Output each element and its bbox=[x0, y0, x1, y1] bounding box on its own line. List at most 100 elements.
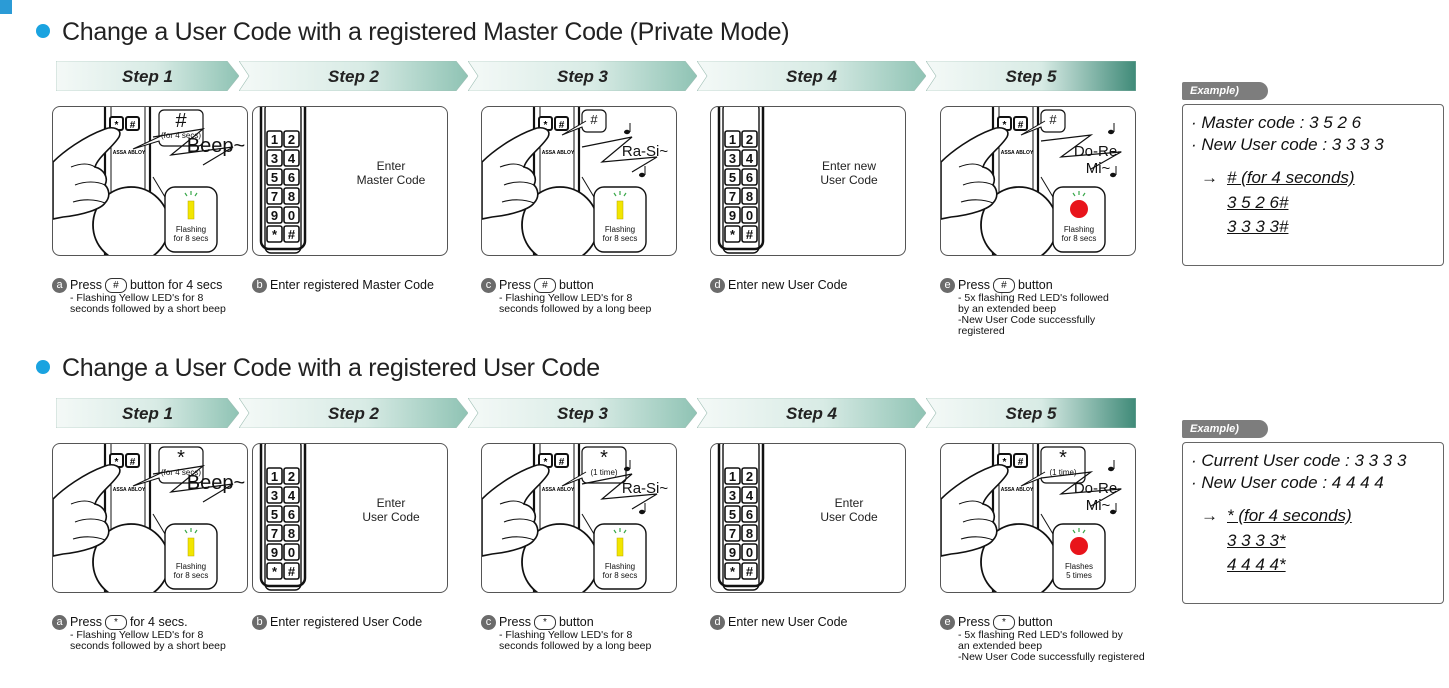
keypad-key: # bbox=[741, 562, 758, 580]
svg-text:*: * bbox=[1003, 120, 1007, 131]
svg-text:1: 1 bbox=[271, 469, 278, 484]
sound-wave-icon bbox=[581, 136, 658, 173]
keypad-key: 7 bbox=[266, 187, 283, 205]
step-arrow-polygon bbox=[926, 398, 1136, 428]
step-arrow-polygon bbox=[468, 398, 697, 428]
music-note-icon bbox=[1108, 123, 1115, 135]
step-label: Step 2 bbox=[327, 404, 380, 423]
key-symbol: * bbox=[1059, 447, 1067, 469]
caption-text: for 4 secs. bbox=[129, 614, 188, 629]
svg-text:0: 0 bbox=[288, 545, 295, 560]
svg-text:2: 2 bbox=[746, 469, 753, 484]
step-badge: b bbox=[252, 278, 267, 293]
led-text: Flashes 5 times bbox=[1064, 562, 1093, 580]
step-label: Step 2 bbox=[327, 67, 380, 86]
svg-text:8: 8 bbox=[288, 526, 295, 541]
svg-text:*: * bbox=[730, 227, 736, 242]
step-arrow-polygon bbox=[239, 61, 468, 91]
keypad-key: 0 bbox=[283, 543, 300, 561]
keypad-key: 5 bbox=[266, 505, 283, 523]
step-badge: d bbox=[710, 278, 725, 293]
keypad-key: * bbox=[266, 562, 283, 580]
svg-text:6: 6 bbox=[288, 507, 295, 522]
svg-text:*: * bbox=[730, 564, 736, 579]
caption-text: button bbox=[558, 614, 594, 629]
brand-label: ASSA ABLOY bbox=[113, 487, 146, 493]
sound-wave-icon bbox=[581, 473, 658, 510]
brand-label: ASSA ABLOY bbox=[542, 487, 575, 493]
keypad-key: 5 bbox=[724, 168, 741, 186]
example-line2: · New User code : 4 4 4 4 bbox=[1191, 473, 1384, 492]
step-label: Step 1 bbox=[121, 404, 174, 423]
step-badge: a bbox=[52, 615, 67, 630]
svg-text:2: 2 bbox=[288, 469, 295, 484]
section-title-text: Change a User Code with a registered Mas… bbox=[62, 18, 790, 46]
music-note-icon bbox=[1110, 166, 1117, 178]
svg-text:4: 4 bbox=[288, 151, 296, 166]
example-seq1: * (for 4 seconds) bbox=[1227, 506, 1352, 525]
svg-text:5: 5 bbox=[271, 170, 278, 185]
key-note: (for 4 secs) bbox=[160, 468, 201, 477]
keypad-key: 8 bbox=[283, 524, 300, 542]
keypad-key: 7 bbox=[724, 524, 741, 542]
keypad-key: 3 bbox=[724, 486, 741, 504]
svg-text:1: 1 bbox=[729, 132, 736, 147]
keypad-key: 6 bbox=[741, 168, 758, 186]
key-symbol: # bbox=[175, 110, 187, 132]
svg-text:5: 5 bbox=[729, 507, 736, 522]
step-arrow-polygon bbox=[697, 61, 926, 91]
svg-text:4: 4 bbox=[746, 151, 754, 166]
key-icon: # bbox=[104, 278, 127, 293]
svg-text:3: 3 bbox=[271, 488, 278, 503]
step-1-bar: Step 1 bbox=[56, 61, 239, 91]
caption-text: button for 4 secs bbox=[129, 277, 223, 292]
svg-text:*: * bbox=[544, 457, 548, 468]
step-badge: e bbox=[940, 615, 955, 630]
keypad-key: 9 bbox=[724, 206, 741, 224]
key-icon: * bbox=[992, 615, 1015, 630]
caption-text: button bbox=[1017, 277, 1053, 292]
example-seq2: 3 5 2 6# bbox=[1227, 193, 1289, 212]
svg-text:8: 8 bbox=[746, 189, 753, 204]
step-label: Step 3 bbox=[556, 67, 609, 86]
example-arrow: → bbox=[1201, 168, 1218, 187]
door-lock-illustration: *#ASSA ABLOY bbox=[482, 107, 658, 255]
step-arrow-polygon bbox=[697, 398, 926, 428]
caption-detail: - Flashing Yellow LED's for 8 seconds fo… bbox=[499, 629, 652, 652]
hand-icon bbox=[941, 464, 1009, 557]
example-seq3: 3 3 3 3# bbox=[1227, 217, 1289, 236]
step-label: Step 5 bbox=[1005, 404, 1057, 423]
step-3-illustration: *#ASSA ABLOY#Ra-Si~Flashing for 8 secs bbox=[481, 106, 677, 256]
step-label: Step 5 bbox=[1005, 67, 1057, 86]
example-seq2: 3 3 3 3* bbox=[1227, 531, 1286, 550]
key-bubble bbox=[1040, 109, 1066, 133]
keypad-key: 3 bbox=[266, 486, 283, 504]
step-arrow-shape bbox=[56, 398, 239, 428]
svg-text:3: 3 bbox=[271, 151, 278, 166]
keypad-key: 8 bbox=[283, 187, 300, 205]
brand-label: ASSA ABLOY bbox=[1001, 487, 1034, 493]
step-arrow-shape bbox=[56, 61, 239, 91]
example-seq3: 4 4 4 4* bbox=[1227, 555, 1286, 574]
red-led-icon bbox=[1040, 513, 1106, 590]
key-icon: * bbox=[533, 615, 556, 630]
caption-text: Enter registered Master Code bbox=[270, 277, 434, 292]
sound-wave-icon bbox=[1040, 134, 1122, 170]
step-arrow-shape bbox=[239, 398, 468, 428]
sound-text: Do-Re-Mi~ bbox=[1073, 143, 1123, 177]
key-note: (for 4 secs) bbox=[160, 131, 201, 140]
svg-text:9: 9 bbox=[729, 208, 736, 223]
keypad-key: 7 bbox=[724, 187, 741, 205]
step-arrow-shape bbox=[468, 61, 697, 91]
sound-wave-icon bbox=[1040, 471, 1122, 507]
step-badge: a bbox=[52, 278, 67, 293]
sound-wave-icon bbox=[152, 465, 234, 503]
